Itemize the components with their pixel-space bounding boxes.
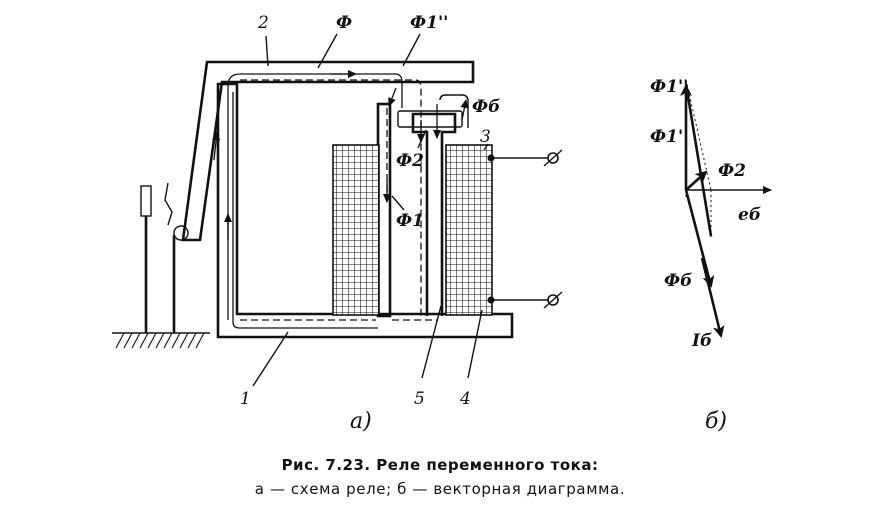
contact-assembly [140, 182, 189, 333]
armature [181, 60, 475, 242]
label-part-1: 1 [240, 389, 251, 409]
label-flux-1-double: Ф1'' [410, 13, 448, 33]
label-part-4: 4 [459, 389, 471, 409]
relay-scheme: 2 Ф Ф1'' Фб 3 Ф2 Ф1' 1 5 4 а) [112, 13, 563, 434]
vlabel-flux-1-single: Ф1' [650, 127, 683, 147]
coil-right [445, 144, 493, 316]
leakage-flux-path [240, 79, 422, 320]
vector-diagram: Ф1'' Ф1' Ф2 eб Фб Iб б) [650, 77, 772, 434]
vlabel-current-b: Iб [691, 331, 712, 351]
vlabel-flux-b: Фб [664, 271, 692, 291]
label-part-3: 3 [480, 127, 491, 147]
vector-current-b [700, 257, 725, 338]
vector-flux-b [684, 189, 715, 288]
coil-terminal-bottom [487, 291, 563, 309]
subfigure-label-b: б) [705, 409, 727, 434]
main-flux-path [227, 73, 403, 320]
label-part-5: 5 [414, 389, 425, 409]
coil-left [332, 144, 380, 316]
coil-terminal-top [487, 149, 563, 167]
vector-flux-1-double [684, 83, 713, 237]
ground-hatch [112, 332, 210, 349]
vlabel-flux-1-double: Ф1'' [650, 77, 688, 97]
label-part-2: 2 [257, 13, 269, 33]
vlabel-e-b: eб [738, 205, 761, 225]
caption-line-1: Рис. 7.23. Реле переменного тока: [282, 456, 599, 474]
magnetic-core [216, 82, 514, 339]
label-flux-main: Ф [336, 13, 352, 33]
label-flux-1-single: Ф1' [396, 211, 429, 231]
vlabel-flux-2: Ф2 [718, 161, 746, 181]
label-flux-2: Ф2 [396, 151, 424, 171]
caption-line-2: а — схема реле; б — векторная диаграмма. [255, 480, 625, 498]
label-flux-shade: Фб [472, 97, 500, 117]
vector-flux-2 [685, 170, 708, 191]
subfigure-label-a: а) [350, 409, 372, 434]
